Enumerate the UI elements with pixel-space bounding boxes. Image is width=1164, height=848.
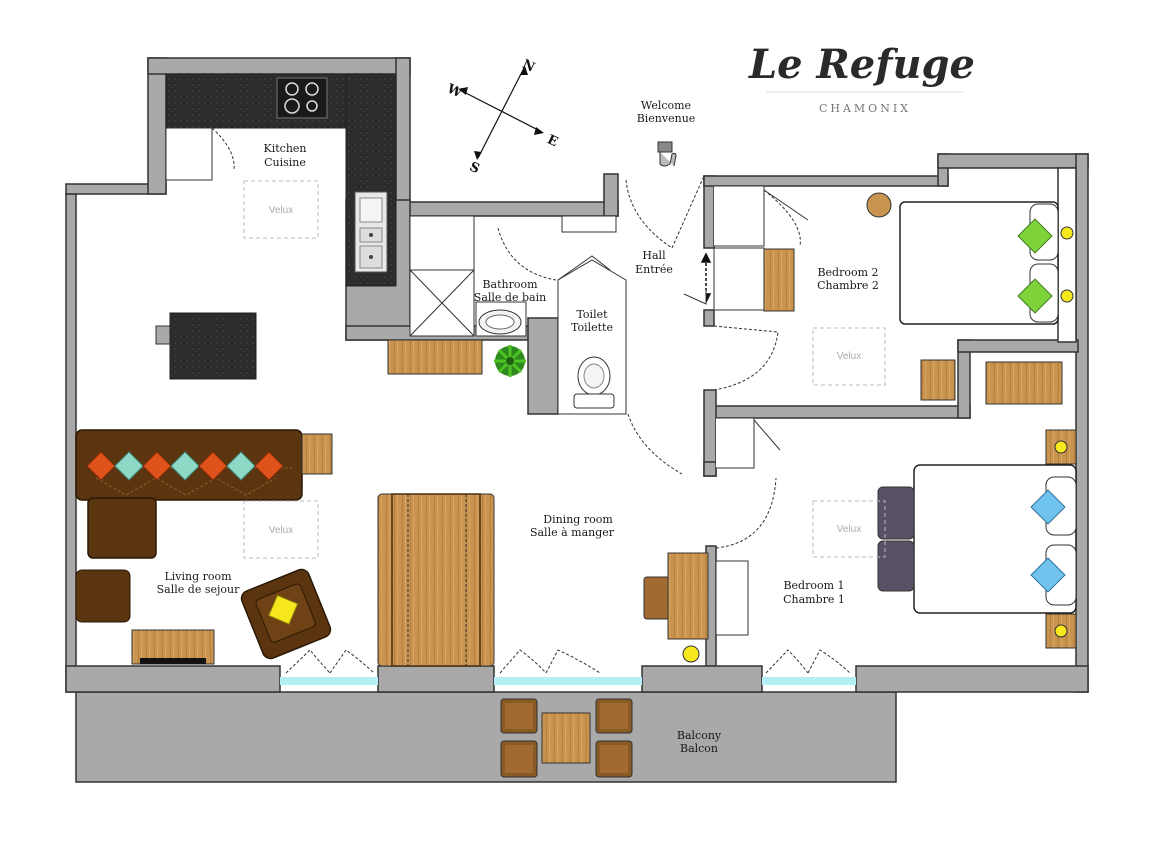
bedroom1-closet — [716, 417, 755, 469]
compass-icon: N E S W — [444, 57, 560, 177]
stove-icon — [276, 77, 328, 119]
balcony-label-fr: Balcon — [680, 742, 718, 755]
entrance-door-arc — [625, 175, 705, 249]
brand-location: CHAMONIX — [819, 102, 911, 115]
compass-e: E — [545, 132, 560, 150]
bedroom1-label: Bedroom 1 — [783, 579, 844, 592]
side-table — [301, 433, 333, 475]
balcony-chair — [500, 740, 538, 778]
hall-door-arc — [713, 325, 779, 391]
desk-lamp — [682, 645, 700, 663]
dining-label-fr: Salle à manger — [530, 526, 615, 539]
compass-s: S — [467, 160, 482, 178]
living-label-fr: Salle de sejour — [157, 583, 240, 596]
bathroom-shelf — [387, 339, 483, 375]
toilet-label: Toilet — [576, 308, 608, 321]
kitchen-door-arc — [211, 127, 235, 171]
ottoman — [75, 569, 131, 623]
bedside-lamp — [1060, 226, 1074, 240]
hall-label-fr: Entrée — [635, 263, 673, 276]
balcony-chair — [595, 740, 633, 778]
bedroom2-wall — [713, 247, 765, 311]
bedroom2-closet — [714, 185, 765, 247]
toilet-icon — [573, 356, 615, 409]
velux-label-living: Velux — [269, 525, 293, 536]
bedroom2-label-fr: Chambre 2 — [817, 279, 879, 292]
armchair — [240, 568, 332, 660]
balcony-table — [541, 712, 591, 764]
toilet-door-arc — [627, 413, 683, 475]
walls — [65, 57, 1089, 693]
bedroom2-stool — [866, 192, 892, 218]
welcome-hand-icon — [657, 141, 677, 167]
sofa — [75, 429, 303, 559]
bathroom-label: Bathroom — [482, 278, 538, 291]
brand-name: Le Refuge — [748, 41, 975, 88]
tv-cabinet — [131, 629, 215, 665]
velux-label-bedroom2: Velux — [837, 351, 861, 362]
plant-icon — [494, 345, 526, 377]
welcome-label-fr: Bienvenue — [637, 112, 696, 125]
bed-bedroom1 — [877, 464, 1077, 614]
velux-label-kitchen: Velux — [269, 205, 293, 216]
hall-closet-door — [683, 290, 707, 305]
brand-logo: Le Refuge CHAMONIX — [748, 41, 975, 115]
bathroom-label-fr: Salle de bain — [474, 291, 546, 304]
sliding-door-arcs — [285, 649, 851, 674]
bathroom-door-arc — [497, 227, 557, 281]
bedside-lamp — [1054, 624, 1068, 638]
living-label: Living room — [164, 570, 232, 583]
compass-n: N — [520, 57, 537, 76]
dining-label: Dining room — [543, 513, 613, 526]
kitchen-label-fr: Cuisine — [264, 156, 306, 169]
sofa-cushions — [86, 451, 284, 481]
bedroom2-door — [763, 189, 809, 221]
balcony-chair — [500, 698, 538, 734]
kitchen-label: Kitchen — [264, 142, 307, 155]
kitchen-island — [155, 312, 257, 380]
nightstand — [1045, 613, 1077, 649]
bedroom1-label-fr: Chambre 1 — [783, 593, 845, 606]
bedroom2-desk — [763, 248, 795, 312]
glass-doors — [280, 677, 856, 685]
bedroom1-closet-door — [753, 419, 781, 451]
bedroom2-label: Bedroom 2 — [817, 266, 878, 279]
velux-label-bedroom1: Velux — [837, 524, 861, 535]
dining-table — [377, 493, 495, 667]
bedroom1-door-arc — [715, 477, 777, 549]
welcome-label: Welcome — [641, 99, 691, 112]
balcony-chair — [595, 698, 633, 734]
bedroom2-chest — [920, 359, 956, 401]
compass-w: W — [444, 81, 465, 101]
bed-bedroom2 — [899, 201, 1059, 325]
bedroom1-desk — [643, 552, 749, 640]
bedroom2-door-arc — [763, 189, 801, 247]
bathroom-cabinet — [561, 215, 617, 233]
bedside-lamp — [1060, 289, 1074, 303]
sink-icon — [354, 191, 388, 273]
balcony-label: Balcony — [677, 729, 722, 742]
bedroom2-dresser — [985, 361, 1063, 405]
hall-label: Hall — [642, 249, 666, 262]
toilet-label-fr: Toilette — [571, 321, 613, 334]
shower — [409, 215, 475, 337]
bathroom-sink-icon — [475, 301, 527, 337]
velux-markers — [243, 180, 886, 559]
balcony — [75, 691, 897, 783]
bedside-lamp — [1054, 440, 1068, 454]
